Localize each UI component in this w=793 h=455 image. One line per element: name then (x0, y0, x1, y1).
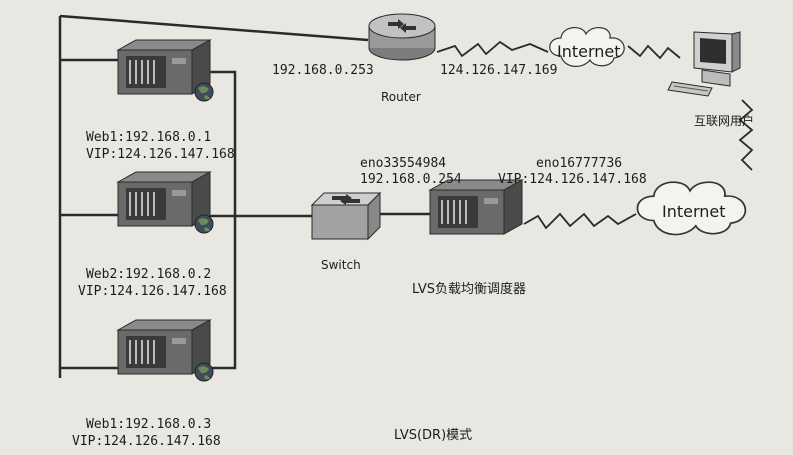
web1-to-bus (205, 70, 237, 216)
lvs-if1-name: eno33554984 (360, 156, 447, 171)
connection-lines (58, 14, 430, 378)
lvs-if1-ip: 192.168.0.254 (360, 172, 462, 187)
router-label: Router (381, 90, 421, 104)
router-arrows-icon (388, 19, 416, 33)
web3-vip: VIP:124.126.147.168 (72, 434, 221, 449)
lvs-internet2-link (523, 212, 637, 230)
lvs-server-icon[interactable] (429, 179, 523, 235)
web1-ip: Web1:192.168.0.1 (86, 130, 212, 145)
lvs-if2-name: eno16777736 (536, 156, 623, 171)
lvs-label: LVS负载均衡调度器 (412, 282, 526, 297)
web3-ip: Web1:192.168.0.3 (86, 417, 212, 432)
top-to-router (59, 14, 369, 42)
switch-label: Switch (321, 258, 361, 272)
web3-server-icon[interactable] (117, 319, 214, 382)
switch-arrows-icon (332, 194, 360, 205)
internet-right-label: Internet (662, 202, 726, 221)
user-pc-icon[interactable] (667, 31, 741, 97)
router-internet-link (436, 40, 549, 58)
web2-ip: Web2:192.168.0.2 (86, 267, 212, 282)
switch[interactable] (310, 191, 382, 241)
web1-server-icon[interactable] (117, 39, 214, 102)
web2-server-icon[interactable] (117, 171, 214, 234)
internet-top-label: Internet (557, 42, 621, 61)
user-internet2-link (738, 99, 754, 171)
wireless-links (436, 40, 754, 230)
user-label: 互联网用户 (694, 114, 755, 128)
router-ip-outer: 124.126.147.169 (440, 63, 558, 78)
lvs-if2-vip: VIP:124.126.147.168 (498, 172, 647, 187)
diagram-caption: LVS(DR)模式 (394, 428, 473, 443)
router-ip-inner: 192.168.0.253 (272, 63, 374, 78)
web1-vip: VIP:124.126.147.168 (86, 147, 235, 162)
internet-user-link (627, 44, 681, 60)
router[interactable] (368, 13, 436, 61)
web2-vip: VIP:124.126.147.168 (78, 284, 227, 299)
web3-to-bus (205, 216, 237, 370)
